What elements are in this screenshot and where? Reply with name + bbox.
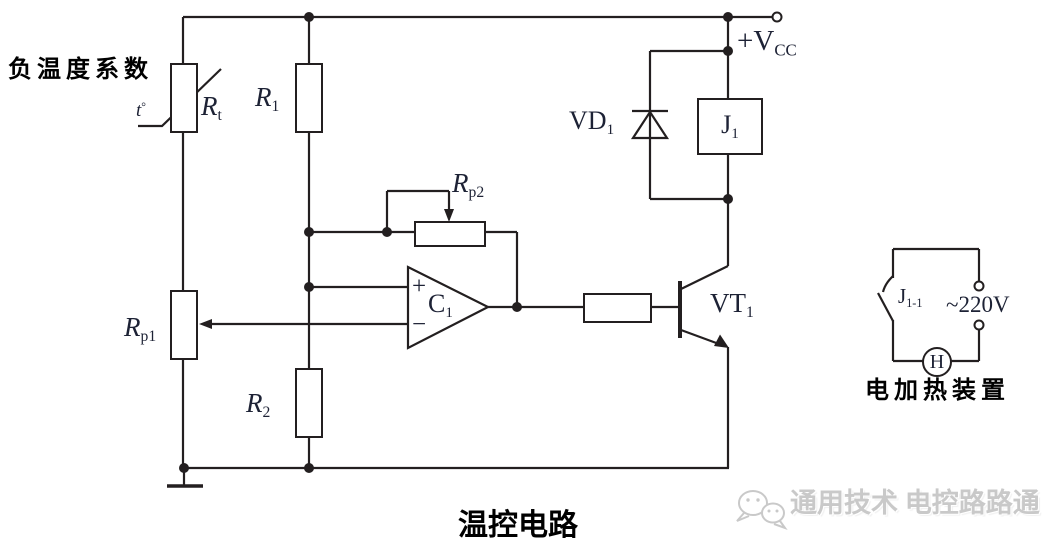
mains-label: ~220V — [946, 292, 1010, 317]
junction-dot — [723, 46, 733, 56]
ntc-annotation: 负温度系数 — [8, 57, 153, 83]
transistor-collector-lead — [680, 265, 729, 290]
junction-dot — [723, 194, 733, 204]
r2-label: R2 — [246, 388, 271, 421]
diagram-caption: 温控电路 — [458, 509, 578, 542]
switch-hook — [881, 275, 894, 293]
wechat-icon — [736, 490, 788, 531]
wechat-small-bubble — [761, 502, 785, 524]
opamp-triangle — [406, 265, 491, 350]
rp1-body — [170, 290, 198, 360]
temperature-label: t° — [136, 100, 146, 121]
transistor-label: VT1 — [710, 288, 754, 321]
diode-triangle — [630, 109, 670, 140]
junction-dot — [304, 282, 314, 292]
heater-symbol: H — [922, 347, 952, 377]
rp1-label: Rp1 — [124, 312, 157, 345]
rp1-wiper-arrowhead — [199, 319, 212, 329]
r1-label: R1 — [255, 82, 280, 115]
relay-coil-label: J1 — [721, 109, 739, 142]
vcc-label: +VCC — [737, 25, 797, 60]
opamp-plus-sign: + — [412, 273, 427, 300]
rp2-label: Rp2 — [452, 168, 485, 201]
wechat-big-bubble-tail — [736, 512, 750, 522]
junction-dot — [304, 12, 314, 22]
rp2-body — [414, 221, 486, 247]
rp2-wiper-arrowhead — [444, 209, 454, 222]
junction-dot — [179, 463, 189, 473]
watermark-text: 通用技术 电控路路通 — [790, 488, 1040, 518]
junction-dot — [304, 227, 314, 237]
wechat-eye — [775, 509, 779, 513]
heater-label: H — [929, 351, 945, 373]
emitter-arrowhead — [714, 334, 729, 348]
wechat-eye — [746, 498, 750, 502]
wechat-big-bubble — [738, 490, 768, 516]
thermistor-body — [170, 63, 198, 133]
heater-caption: 电加热装置 — [865, 378, 1010, 404]
junction-dot — [512, 302, 522, 312]
wechat-eye — [756, 498, 760, 502]
wechat-small-bubble-tail — [773, 520, 788, 531]
relay-coil-box: J1 — [697, 98, 763, 155]
diode-label: VD1 — [569, 106, 615, 138]
comparator-label: C1 — [428, 289, 453, 321]
transistor-emitter-lead — [680, 328, 720, 346]
wechat-eye — [767, 509, 771, 513]
switch-blade — [877, 292, 894, 322]
r1-body — [295, 63, 323, 133]
mains-terminal-top — [973, 280, 985, 292]
thermistor-strike-line — [138, 68, 222, 128]
r2-body — [295, 368, 323, 438]
junction-dot — [304, 463, 314, 473]
junction-dot — [723, 12, 733, 22]
vcc-terminal — [771, 11, 783, 23]
thermistor-label: Rt — [201, 91, 222, 124]
relay-contact-label: J1-1 — [898, 284, 923, 310]
junction-dot — [382, 227, 392, 237]
opamp-minus-sign: − — [412, 311, 427, 338]
base-resistor-body — [583, 293, 652, 323]
mains-terminal-bottom — [973, 319, 985, 331]
